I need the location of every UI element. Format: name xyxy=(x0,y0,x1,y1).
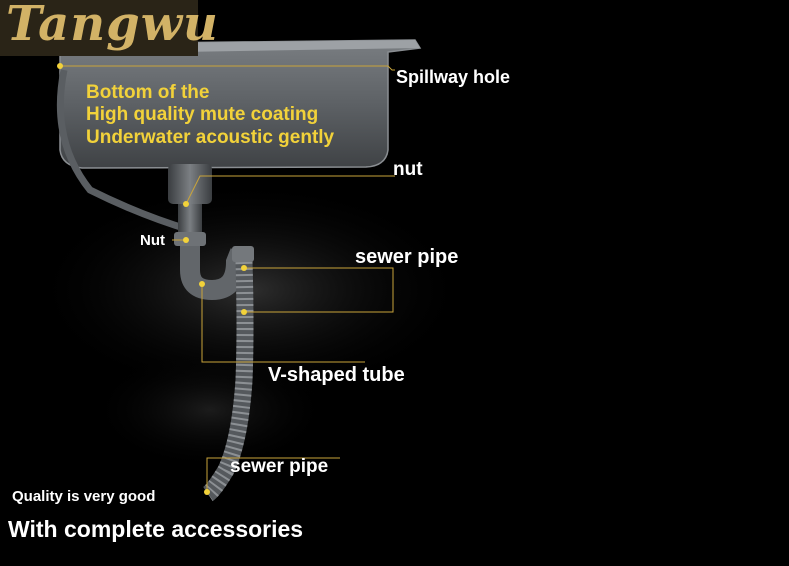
overflow-hose xyxy=(56,69,192,234)
corrugated-hose-ridges xyxy=(202,261,254,502)
quality-text: Quality is very good xyxy=(12,488,156,505)
callout-nut-left: Nut xyxy=(140,232,165,249)
callout-sewer-pipe-bottom: sewer pipe xyxy=(230,456,329,477)
callout-nut-top: nut xyxy=(393,159,423,180)
coating-line-2: High quality mute coating xyxy=(86,104,319,125)
brand-logo: Tangwu xyxy=(0,0,218,56)
coating-line-3: Underwater acoustic gently xyxy=(86,127,335,148)
brand-name: Tangwu xyxy=(6,0,219,52)
coating-line-1: Bottom of the xyxy=(86,82,210,103)
leader-dots xyxy=(57,63,247,495)
leader-lines xyxy=(60,65,395,492)
callout-v-shaped-tube: V-shaped tube xyxy=(268,364,405,386)
drain-trap xyxy=(168,164,254,301)
accessories-text: With complete accessories xyxy=(8,516,304,542)
callout-spillway-hole: Spillway hole xyxy=(396,67,511,87)
callout-sewer-pipe-top: sewer pipe xyxy=(355,246,459,268)
water-splash-2 xyxy=(90,350,330,470)
